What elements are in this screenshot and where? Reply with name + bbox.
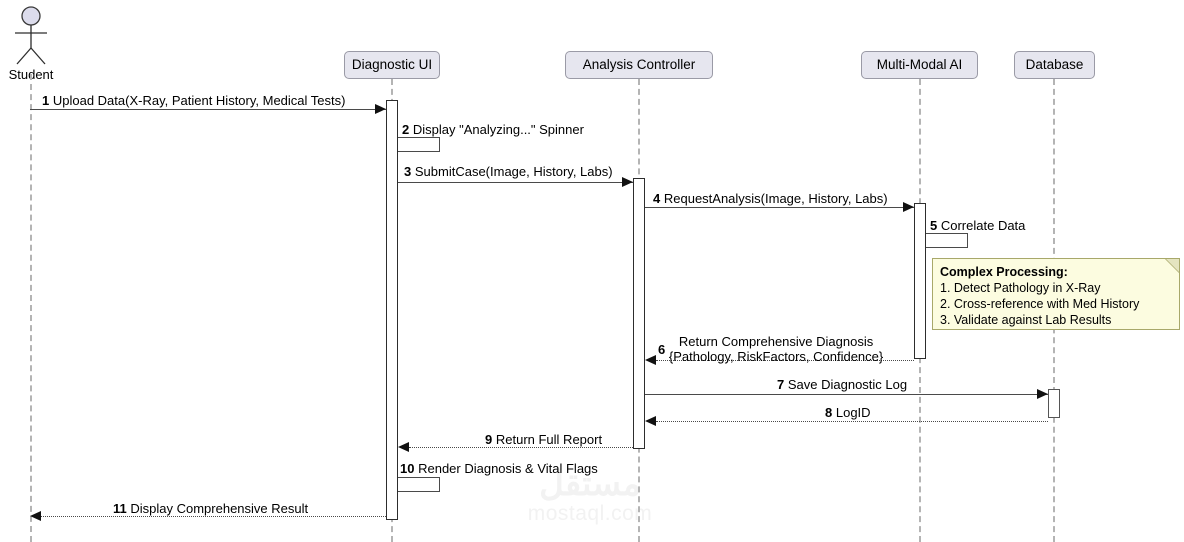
note-line-1: 1. Detect Pathology in X-Ray xyxy=(940,281,1101,295)
note-line-3: 3. Validate against Lab Results xyxy=(940,313,1112,327)
message-2-label: 2 Display "Analyzing..." Spinner xyxy=(402,122,584,137)
message-1-label: 1 Upload Data(X-Ray, Patient History, Me… xyxy=(42,93,345,108)
message-7-text: Save Diagnostic Log xyxy=(787,377,908,392)
message-9-seq: 9 xyxy=(485,432,493,447)
message-8-label: 8 LogID xyxy=(825,405,871,420)
message-4-seq: 4 xyxy=(653,191,661,206)
message-9-text: Return Full Report xyxy=(495,432,603,447)
participant-database[interactable]: Database xyxy=(1014,51,1095,79)
message-6-text-line2: {Pathology, RiskFactors, Confidence} xyxy=(668,349,884,364)
message-8-text: LogID xyxy=(835,405,871,420)
arrowhead-left-icon xyxy=(30,511,41,521)
message-1-seq: 1 xyxy=(42,93,50,108)
activation-multi-modal-ai xyxy=(914,203,926,359)
watermark-latin: mostaql.com xyxy=(527,502,653,525)
note-complex-processing: Complex Processing: 1. Detect Pathology … xyxy=(932,258,1180,330)
message-10-text: Render Diagnosis & Vital Flags xyxy=(418,461,598,476)
activation-diagnostic-ui xyxy=(386,100,398,520)
message-2-seq: 2 xyxy=(402,122,410,137)
message-10-label: 10 Render Diagnosis & Vital Flags xyxy=(400,461,598,476)
arrowhead-left-icon xyxy=(645,355,656,365)
stick-figure-icon xyxy=(15,6,47,65)
activation-analysis-controller xyxy=(633,178,645,449)
message-5-text: Correlate Data xyxy=(940,218,1026,233)
message-7-label: 7 Save Diagnostic Log xyxy=(777,377,907,392)
message-6-label: 6 Return Comprehensive Diagnosis {Pathol… xyxy=(658,334,918,364)
participant-analysis-controller[interactable]: Analysis Controller xyxy=(565,51,713,79)
message-4-label: 4 RequestAnalysis(Image, History, Labs) xyxy=(653,191,888,206)
message-11-seq: 11 xyxy=(113,501,127,516)
message-1-text: Upload Data(X-Ray, Patient History, Medi… xyxy=(52,93,346,108)
arrowhead-right-icon xyxy=(1037,389,1048,399)
participant-multi-modal-ai[interactable]: Multi-Modal AI xyxy=(861,51,978,79)
participant-diagnostic-ui[interactable]: Diagnostic UI xyxy=(344,51,440,79)
message-3-text: SubmitCase(Image, History, Labs) xyxy=(414,164,613,179)
note-title: Complex Processing: xyxy=(940,265,1068,279)
arrowhead-left-icon xyxy=(398,442,409,452)
message-10-seq: 10 xyxy=(400,461,415,476)
arrowhead-right-icon xyxy=(903,202,914,212)
arrowhead-left-icon xyxy=(645,416,656,426)
message-5-self-arrow[interactable] xyxy=(915,233,968,253)
message-5-label: 5 Correlate Data xyxy=(930,218,1025,233)
message-3-seq: 3 xyxy=(404,164,412,179)
actor-student[interactable]: Student xyxy=(0,4,62,82)
message-5-seq: 5 xyxy=(930,218,938,233)
message-8-seq: 8 xyxy=(825,405,833,420)
message-11-text: Display Comprehensive Result xyxy=(130,501,309,516)
message-10-self-arrow[interactable] xyxy=(387,477,440,497)
note-line-2: 2. Cross-reference with Med History xyxy=(940,297,1140,311)
message-2-self-arrow[interactable] xyxy=(387,137,440,157)
message-6-text-line1: Return Comprehensive Diagnosis xyxy=(678,334,874,349)
message-2-text: Display "Analyzing..." Spinner xyxy=(412,122,584,137)
note-fold-icon xyxy=(1166,259,1179,272)
message-3-label: 3 SubmitCase(Image, History, Labs) xyxy=(404,164,613,179)
activation-database xyxy=(1048,389,1060,418)
message-4-text: RequestAnalysis(Image, History, Labs) xyxy=(663,191,888,206)
message-7-seq: 7 xyxy=(777,377,785,392)
arrowhead-right-icon xyxy=(622,177,633,187)
arrowhead-right-icon xyxy=(375,104,386,114)
lifeline-student xyxy=(30,74,32,542)
message-9-label: 9 Return Full Report xyxy=(485,432,602,447)
message-6-seq: 6 xyxy=(658,341,666,357)
message-11-label: 11 Display Comprehensive Result xyxy=(113,501,308,516)
